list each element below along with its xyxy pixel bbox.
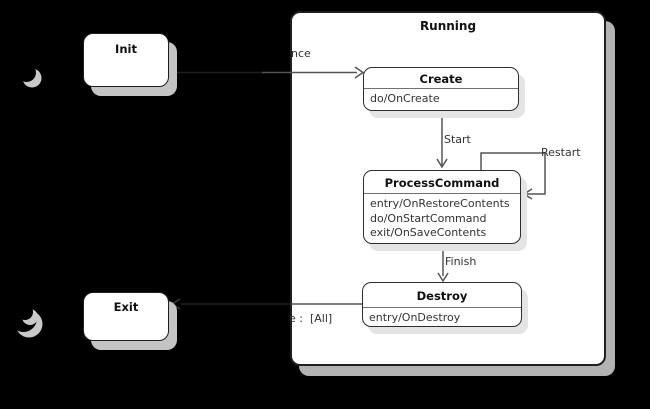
arrowhead-into-exit <box>170 298 181 310</box>
state-process-command-title: ProcessCommand <box>364 171 520 194</box>
state-running-title: Running <box>419 19 477 33</box>
state-destroy-actions: entry/OnDestroy <box>363 308 521 326</box>
edge-label-to-exit[interactable]: e : [All] <box>289 312 333 325</box>
arrowhead-start <box>436 158 448 169</box>
edge-label-into-create[interactable]: nce <box>291 47 311 60</box>
state-init-title: Init <box>115 42 137 56</box>
arrowhead-finish <box>437 272 449 283</box>
state-init[interactable]: Init <box>83 33 169 87</box>
edge-start[interactable] <box>436 112 448 169</box>
state-create-actions: do/OnCreate <box>364 89 518 107</box>
state-destroy-title: Destroy <box>363 283 521 308</box>
state-process-command[interactable]: ProcessCommand entry/OnRestoreContents d… <box>363 170 521 244</box>
state-process-command-actions: entry/OnRestoreContents do/OnStartComman… <box>364 194 520 241</box>
edge-label-restart[interactable]: Restart <box>541 146 581 159</box>
edge-label-start[interactable]: Start <box>444 133 471 146</box>
edge-restart[interactable] <box>480 152 546 200</box>
state-create-title: Create <box>364 68 518 89</box>
edge-label-finish[interactable]: Finish <box>445 255 477 268</box>
state-exit-title: Exit <box>113 300 139 314</box>
arrowhead-restart <box>522 188 533 200</box>
initial-state-shadow-icon <box>17 63 42 88</box>
action-row: exit/OnSaveContents <box>370 226 487 239</box>
action-row: do/OnStartCommand <box>370 211 487 225</box>
edge-init-to-create[interactable] <box>169 66 365 79</box>
action-row: entry/OnDestroy <box>369 311 461 324</box>
action-row: do/OnCreate <box>370 92 440 105</box>
state-create[interactable]: Create do/OnCreate <box>363 67 519 111</box>
edge-destroy-to-exit[interactable] <box>170 298 362 310</box>
final-state-shadow-icon <box>10 304 43 338</box>
action-row: entry/OnRestoreContents <box>370 197 510 210</box>
edge-finish[interactable] <box>437 245 449 283</box>
state-destroy[interactable]: Destroy entry/OnDestroy <box>362 282 522 327</box>
state-exit[interactable]: Exit <box>83 292 169 341</box>
